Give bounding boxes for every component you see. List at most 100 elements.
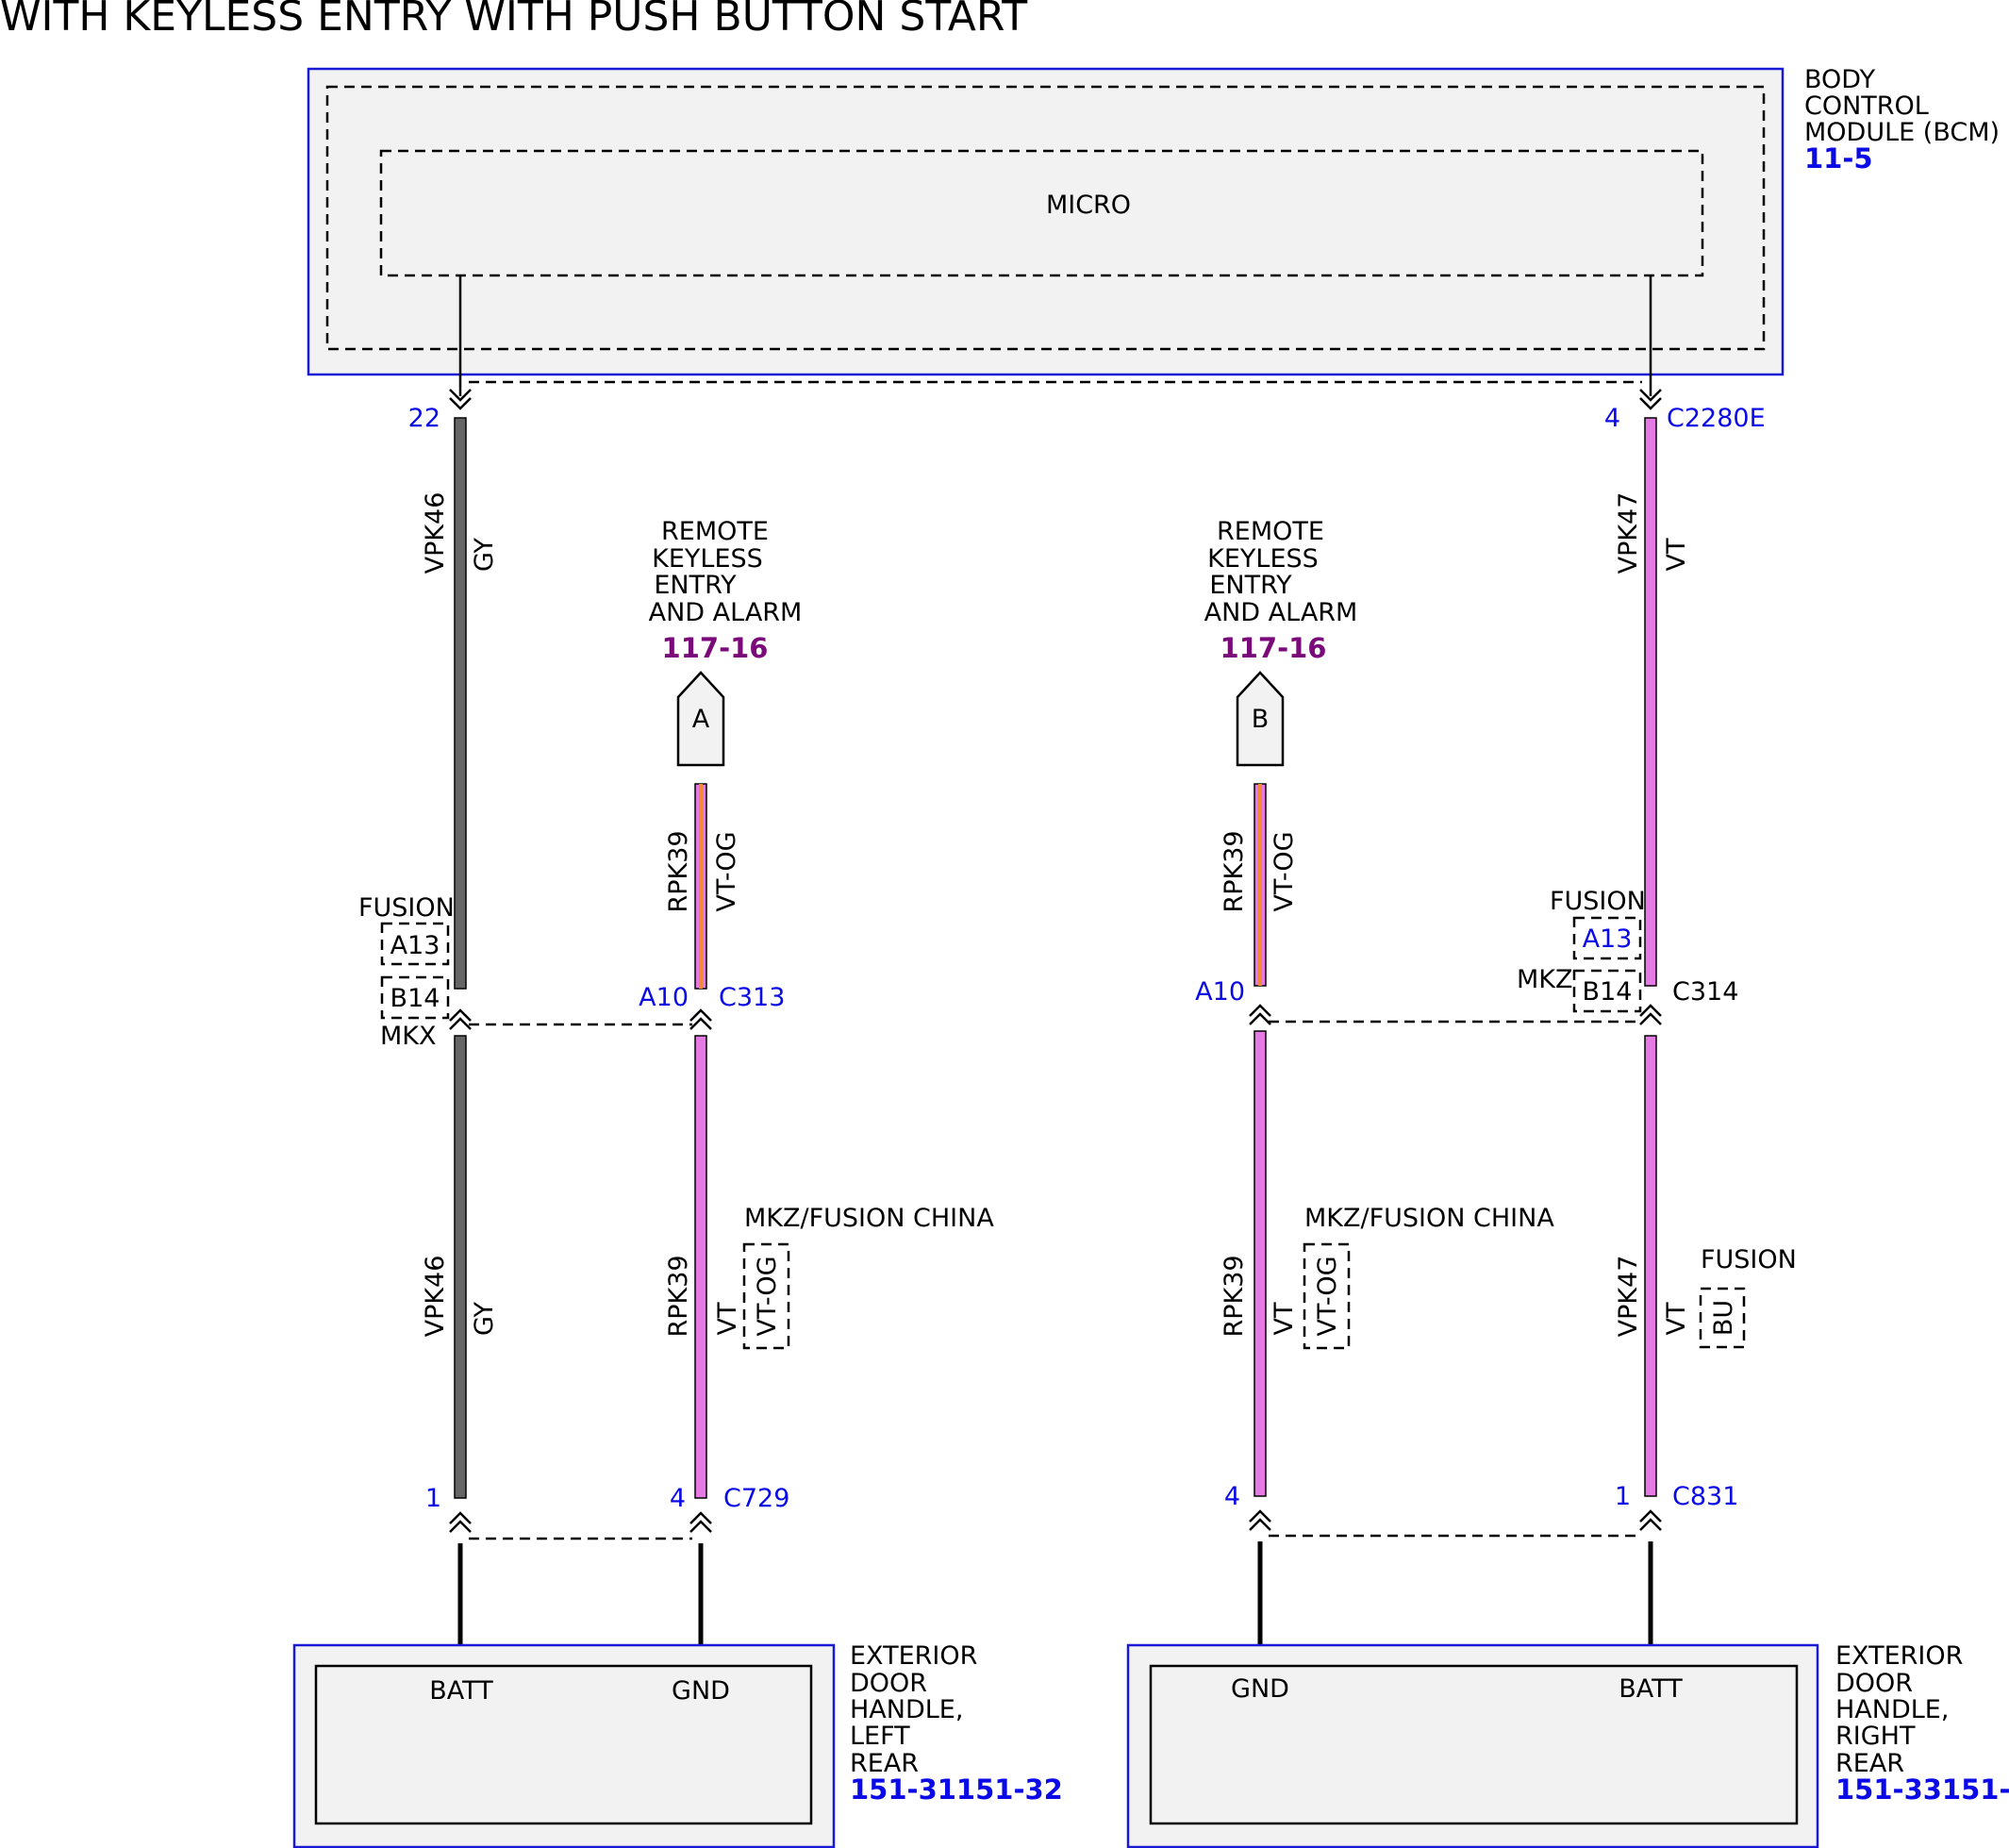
right-handle-label-line-2: DOOR (1835, 1669, 1913, 1698)
c313-right-connector-symbol (689, 1008, 712, 1030)
left-handle-label-line-1: EXTERIOR (850, 1641, 977, 1671)
left-handle-label-line-2: DOOR (850, 1669, 927, 1698)
vpk47-upper-circuit-label: VPK47 (1614, 492, 1643, 574)
c314-connector-id: C314 (1672, 977, 1738, 1007)
c831-connector-id: C831 (1672, 1482, 1738, 1511)
rpk39-wire-lower-left (694, 1035, 707, 1499)
vpk46-upper-color-label: GY (470, 537, 499, 572)
rpk39-wire-lower-right (1254, 1030, 1267, 1497)
vpk47-wire-upper (1644, 417, 1657, 987)
rpk39-wire-upper-left-stripe (699, 784, 703, 989)
rpk39-lower-left-circuit-label: RPK39 (664, 1255, 693, 1337)
bcm-label-line-2: CONTROL (1804, 92, 1929, 121)
rke-ref-link-right[interactable]: 117-16 (1220, 632, 1327, 664)
rpk39-lower-left-color-label: VT (713, 1302, 742, 1335)
rke-label-right-line-2: KEYLESS (1207, 544, 1319, 574)
mkx-variant-label: MKX (380, 1022, 437, 1051)
right-handle-ref-link[interactable]: 151-33151-34 (1835, 1773, 2009, 1806)
vpk47-upper-color-label: VT (1662, 538, 1691, 571)
bcm-inner-dashed-box (325, 85, 1766, 351)
rpk39-wire-upper-right-stripe (1258, 784, 1262, 986)
rke-label-right-line-1: REMOTE (1217, 517, 1324, 546)
c729-pin-right: 4 (670, 1484, 686, 1513)
rpk39-lower-right-color-label: VT (1270, 1302, 1299, 1335)
mkz-fusion-china-label-left: MKZ/FUSION CHINA (744, 1204, 994, 1233)
rke-label-left-line-2: KEYLESS (652, 544, 763, 574)
rke-label-left-line-1: REMOTE (661, 517, 769, 546)
vt-og-alt-color-right: VT-OG (1313, 1256, 1342, 1336)
left-handle-ref-link[interactable]: 151-31151-32 (850, 1773, 1063, 1806)
rpk39-upper-right-color-label: VT-OG (1270, 831, 1299, 911)
vpk47-wire-lower (1644, 1035, 1657, 1497)
a13-dashed-box-right (1572, 916, 1642, 960)
c729-pin-left: 1 (425, 1484, 441, 1513)
right-door-handle-inner-box (1149, 1664, 1799, 1825)
c729-connector-id: C729 (723, 1484, 789, 1513)
bcm-left-pin-number: 22 (408, 404, 440, 433)
rke-label-left-line-3: ENTRY (654, 571, 737, 600)
c831-left-connector-symbol (1249, 1509, 1271, 1531)
c729-left-connector-symbol (449, 1511, 472, 1533)
rke-label-right-line-4: AND ALARM (1204, 598, 1358, 627)
left-handle-gnd-pin-label: GND (672, 1676, 730, 1706)
vt-og-dashed-box-left (742, 1242, 790, 1350)
b14-pin-left: B14 (390, 984, 440, 1013)
rpk39-lower-right-circuit-label: RPK39 (1220, 1255, 1249, 1337)
bcm-label-line-1: BODY (1804, 65, 1876, 94)
vt-og-dashed-box-right (1303, 1242, 1351, 1350)
fusion-variant-label-bu: FUSION (1701, 1245, 1797, 1274)
vpk47-lower-circuit-label: VPK47 (1614, 1256, 1643, 1338)
c314-pin-number-left: A10 (1195, 977, 1245, 1007)
b14-pin-right: B14 (1583, 977, 1633, 1007)
right-handle-label-line-4: RIGHT (1835, 1722, 1916, 1751)
bu-alt-color: BU (1709, 1300, 1738, 1336)
rpk39-upper-left-color-label: VT-OG (712, 831, 741, 911)
bcm-ref-link[interactable]: 11-5 (1804, 142, 1873, 175)
b14-dashed-box-left (380, 975, 450, 1020)
off-page-connector-a[interactable] (676, 671, 725, 767)
right-handle-label-line-3: HANDLE, (1835, 1695, 1949, 1724)
c831-pin-left: 4 (1224, 1482, 1240, 1511)
rke-ref-link-left[interactable]: 117-16 (662, 632, 769, 664)
c831-right-connector-symbol (1639, 1509, 1662, 1531)
off-page-connector-b-label: B (1252, 705, 1270, 734)
mkz-fusion-china-label-right: MKZ/FUSION CHINA (1304, 1204, 1554, 1233)
c313-pin-number: A10 (639, 983, 689, 1012)
bcm-label-line-3: MODULE (BCM) (1804, 118, 2000, 147)
bcm-left-connector-symbol (449, 389, 472, 410)
vpk47-lower-color-label: VT (1662, 1302, 1691, 1335)
right-handle-label-line-1: EXTERIOR (1835, 1641, 1963, 1671)
right-handle-label-line-5: REAR (1835, 1749, 1904, 1778)
vpk46-lower-color-label: GY (470, 1301, 499, 1336)
vpk46-wire-lower (454, 1035, 467, 1499)
bcm-right-connector-id: C2280E (1667, 404, 1766, 433)
right-handle-gnd-pin-label: GND (1231, 1674, 1289, 1704)
mkz-variant-label: MKZ (1517, 965, 1573, 994)
vpk46-upper-circuit-label: VPK46 (421, 492, 450, 574)
diagram-title: WITH KEYLESS ENTRY WITH PUSH BUTTON STAR… (0, 0, 1027, 41)
micro-label: MICRO (1046, 191, 1131, 220)
a13-dashed-box-left (380, 922, 450, 966)
c729-right-connector-symbol (689, 1511, 712, 1533)
c313-left-connector-symbol (449, 1008, 472, 1030)
rke-label-left-line-4: AND ALARM (649, 598, 803, 627)
off-page-connector-b[interactable] (1236, 671, 1285, 767)
vpk46-lower-circuit-label: VPK46 (421, 1256, 450, 1338)
c313-connector-id: C313 (719, 983, 785, 1012)
c831-pin-right: 1 (1615, 1482, 1631, 1511)
a13-pin-left: A13 (390, 931, 440, 960)
off-page-connector-a-label: A (692, 705, 710, 734)
rke-label-right-line-3: ENTRY (1209, 571, 1292, 600)
fusion-variant-label-right: FUSION (1550, 887, 1646, 916)
left-handle-label-line-5: REAR (850, 1749, 919, 1778)
fusion-variant-label-left: FUSION (358, 893, 455, 923)
left-handle-batt-pin-label: BATT (429, 1676, 493, 1706)
bcm-right-connector-symbol (1639, 389, 1662, 410)
rpk39-upper-left-circuit-label: RPK39 (664, 830, 693, 912)
bu-dashed-box (1699, 1287, 1746, 1349)
right-handle-batt-pin-label: BATT (1619, 1674, 1683, 1704)
b14-dashed-box-right (1572, 969, 1642, 1013)
bcm-right-pin-number: 4 (1604, 404, 1620, 433)
vpk46-wire-upper (454, 417, 467, 990)
